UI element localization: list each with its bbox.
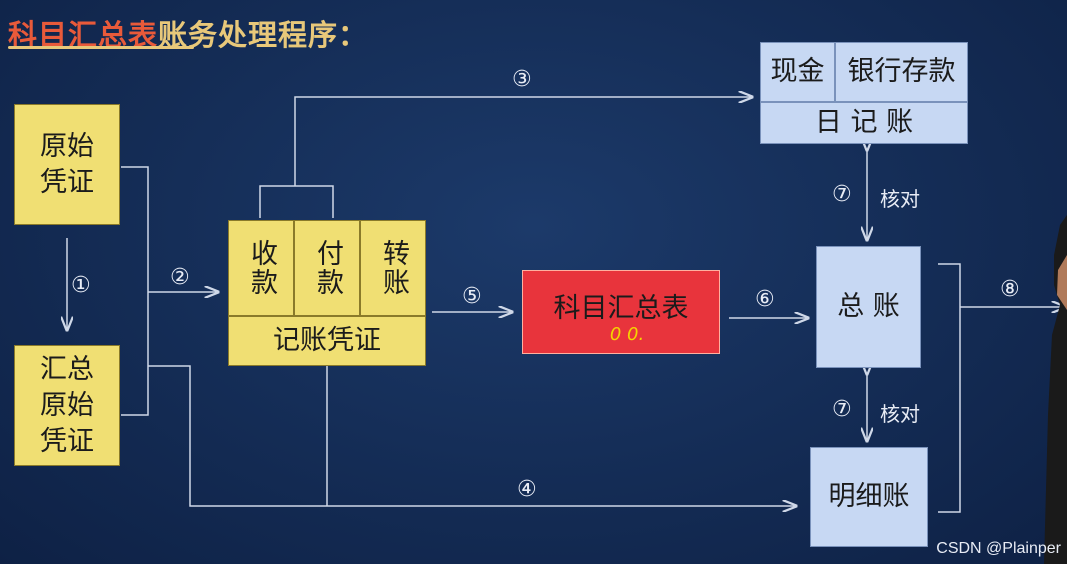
cash-text: 现金 [771, 54, 825, 90]
check-label-upper: 核对 [880, 183, 920, 212]
step-7-lower-marker: ⑦ [832, 397, 852, 422]
transfer-voucher-text: 转账 [375, 239, 411, 297]
receipt-voucher-box: 收款 [228, 220, 294, 316]
receipt-voucher-text: 收款 [243, 239, 279, 297]
general-ledger-box: 总 账 [816, 246, 921, 368]
presenter-silhouette [1040, 215, 1067, 564]
account-summary-table-text: 科目汇总表 [554, 291, 689, 327]
summary-original-voucher-box: 汇总 原始 凭证 [14, 345, 120, 466]
subsidiary-ledger-text: 明细账 [829, 479, 910, 515]
step-5-marker: ⑤ [462, 284, 482, 309]
bracket-right [938, 264, 960, 512]
check-label-lower: 核对 [880, 398, 920, 427]
cash-box: 现金 [760, 42, 835, 102]
bank-deposit-box: 银行存款 [835, 42, 968, 102]
step-1-marker: ① [71, 273, 91, 298]
step-4-marker: ④ [517, 477, 537, 502]
accounting-voucher-box: 记账凭证 [228, 316, 426, 366]
step-8-marker: ⑧ [1000, 277, 1020, 302]
step-2-marker: ② [170, 265, 190, 290]
payment-voucher-text: 付款 [309, 239, 345, 297]
journal-box: 日 记 账 [760, 102, 968, 144]
step-7-upper-marker: ⑦ [832, 182, 852, 207]
general-ledger-text: 总 账 [837, 289, 900, 325]
bank-deposit-text: 银行存款 [848, 54, 956, 90]
transfer-voucher-box: 转账 [360, 220, 426, 316]
watermark: CSDN @Plainper [936, 540, 1061, 558]
arrow-step3 [295, 97, 752, 186]
step-3-marker: ③ [512, 67, 532, 92]
journal-text: 日 记 账 [815, 105, 913, 141]
original-voucher-text: 原始 凭证 [40, 129, 94, 201]
bracket-left [121, 167, 148, 415]
accounting-voucher-text: 记账凭证 [273, 323, 381, 359]
payment-voucher-box: 付款 [294, 220, 360, 316]
bracket-top [260, 186, 333, 218]
original-voucher-box: 原始 凭证 [14, 104, 120, 225]
subsidiary-ledger-box: 明细账 [810, 447, 928, 547]
account-summary-table-box: 科目汇总表 0 0. [522, 270, 720, 354]
summary-original-voucher-text: 汇总 原始 凭证 [40, 352, 94, 460]
arrow-step4 [148, 366, 796, 506]
step-6-marker: ⑥ [755, 287, 775, 312]
handwritten-mark: 0 0. [610, 327, 644, 343]
